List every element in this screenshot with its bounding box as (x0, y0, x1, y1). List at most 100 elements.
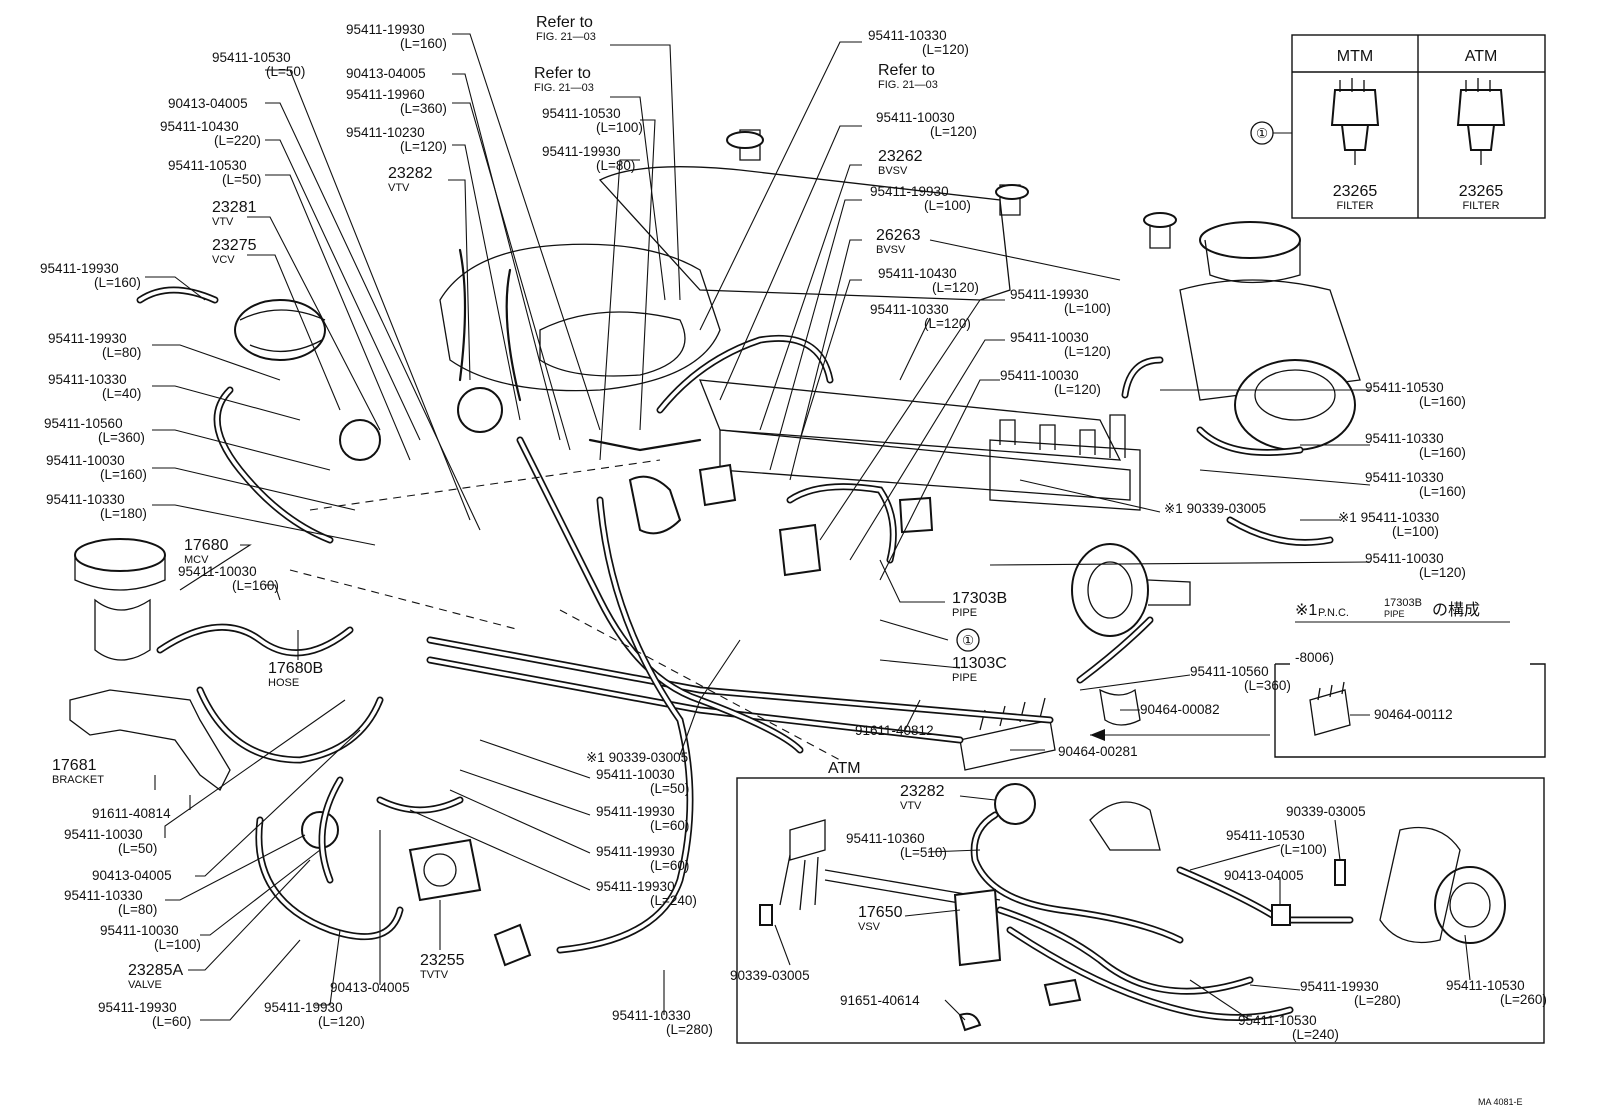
part-label-m9: 95411-19930(L=80) (542, 144, 635, 173)
part-label-r5-line-1: (L=100) (924, 198, 971, 213)
note-part-sub: PIPE (1384, 609, 1405, 619)
part-label-e4-line-0: ※1 95411-10330 (1338, 510, 1439, 525)
part-label-c12-line-0: 95411-19930 (596, 879, 675, 894)
part-label-c9: 95411-10030(L=50) (596, 767, 689, 796)
part-label-b2: 90413-04005 (330, 980, 410, 995)
part-label-l17: 95411-19930(L=60) (98, 1000, 191, 1029)
part-label-l4-line-1: (L=360) (98, 430, 145, 445)
part-label-b1-line-1: (L=120) (318, 1014, 365, 1029)
part-label-c8-line-0: ※1 90339-03005 (586, 750, 688, 765)
part-label-l3-line-0: 95411-10330 (48, 372, 127, 387)
part-label-i2-line-0: 95411-10360 (846, 831, 925, 846)
part-label-k2: 90464-00112 (1374, 707, 1453, 722)
part-label-c10-line-1: (L=60) (650, 818, 689, 833)
part-label-b4: 95411-10330(L=280) (612, 1008, 713, 1037)
part-label-r6-line-1: BVSV (876, 244, 906, 256)
part-label-c8: ※1 90339-03005 (586, 750, 688, 765)
part-label-l6-line-1: (L=180) (100, 506, 147, 521)
part-label-l10-line-0: 17681 (52, 757, 97, 774)
part-label-i11-line-1: (L=260) (1500, 992, 1547, 1007)
part-label-i11: 95411-10530(L=260) (1446, 978, 1547, 1007)
part-label-m3-line-1: (L=360) (400, 101, 447, 116)
part-label-tl2: 90413-04005 (168, 96, 248, 111)
part-label-r11-line-1: (L=120) (1054, 382, 1101, 397)
part-label-b4-line-1: (L=280) (666, 1022, 713, 1037)
part-label-l10-line-1: BRACKET (52, 774, 104, 786)
part-label-r7-line-1: (L=120) (932, 280, 979, 295)
part-label-c1-line-0: ※1 90339-03005 (1164, 501, 1266, 516)
table-part-atm: 23265 (1459, 183, 1504, 200)
part-label-l1-line-0: 95411-19930 (40, 261, 119, 276)
part-label-i7-line-1: (L=100) (1280, 842, 1327, 857)
part-label-tl6-line-0: 23275 (212, 237, 257, 254)
part-label-atm_tag: ATM (828, 760, 861, 777)
part-label-c12-line-1: (L=240) (650, 893, 697, 908)
part-label-l16-line-1: VALVE (128, 979, 162, 991)
part-label-l12-line-0: 95411-10030 (64, 827, 143, 842)
part-label-l14-line-1: (L=80) (118, 902, 157, 917)
table-part-atm-name: FILTER (1462, 200, 1499, 212)
part-label-l17-line-1: (L=60) (152, 1014, 191, 1029)
part-label-l12: 95411-10030(L=50) (64, 827, 157, 856)
part-label-tl1-line-0: 95411-10530 (212, 50, 291, 65)
part-label-l4: 95411-10560(L=360) (44, 416, 145, 445)
part-label-tl5-line-1: VTV (212, 216, 234, 228)
part-label-c6-line-1: (L=360) (1244, 678, 1291, 693)
part-label-i9: 95411-19930(L=280) (1300, 979, 1401, 1008)
part-label-r4-line-1: BVSV (878, 165, 908, 177)
part-label-i3-line-0: 17650 (858, 904, 903, 921)
part-label-e2-line-1: (L=160) (1419, 445, 1466, 460)
part-label-r4-line-0: 23262 (878, 148, 923, 165)
part-label-l2-line-1: (L=80) (102, 345, 141, 360)
part-label-e3-line-0: 95411-10330 (1365, 470, 1444, 485)
part-label-c4-line-0: 91611-40812 (855, 723, 934, 738)
part-label-m6-line-1: FIG. 21—03 (536, 31, 596, 43)
part-label-m5-line-0: 23282 (388, 165, 433, 182)
part-label-r1-line-0: 95411-10330 (868, 28, 947, 43)
part-label-e4-line-1: (L=100) (1392, 524, 1439, 539)
part-label-l5: 95411-10030(L=160) (46, 453, 147, 482)
part-label-i5: 91651-40614 (840, 993, 920, 1008)
part-label-e4: ※1 95411-10330(L=100) (1338, 510, 1439, 539)
mtm-atm-table: MTM ATM 23265 FILTER 23265 FILTER ① (1250, 34, 1546, 219)
part-label-b1-line-0: 95411-19930 (264, 1000, 343, 1015)
part-label-c11-line-0: 95411-19930 (596, 844, 675, 859)
part-label-e5-line-1: (L=120) (1419, 565, 1466, 580)
part-label-m1-line-0: 95411-19930 (346, 22, 425, 37)
part-label-l5-line-1: (L=160) (100, 467, 147, 482)
part-label-c2-line-0: 17303B (952, 590, 1007, 607)
part-label-c5: 90464-00281 (1058, 744, 1138, 759)
figure-code: MA 4081-E (1478, 1097, 1523, 1107)
part-label-l15-line-1: (L=100) (154, 937, 201, 952)
part-label-r9-line-0: 95411-19930 (1010, 287, 1089, 302)
part-label-m8-line-0: 95411-10530 (542, 106, 621, 121)
atm-detail-inset (736, 777, 1545, 1044)
part-label-m2-line-0: 90413-04005 (346, 66, 426, 81)
part-label-l8: 95411-10030(L=160) (178, 564, 279, 593)
part-label-b3-line-0: 23255 (420, 952, 465, 969)
part-label-l15-line-0: 95411-10030 (100, 923, 179, 938)
part-label-tl3-line-1: (L=220) (214, 133, 261, 148)
part-label-r2-line-1: FIG. 21—03 (878, 79, 938, 91)
part-label-l14: 95411-10330(L=80) (64, 888, 157, 917)
part-label-tl2-line-0: 90413-04005 (168, 96, 248, 111)
part-label-r8-line-0: 95411-10330 (870, 302, 949, 317)
part-label-m8-line-1: (L=100) (596, 120, 643, 135)
part-label-m4-line-0: 95411-10230 (346, 125, 425, 140)
part-label-l2-line-0: 95411-19930 (48, 331, 127, 346)
part-label-i7: 95411-10530(L=100) (1226, 828, 1327, 857)
part-label-m7-line-0: Refer to (534, 65, 591, 82)
pnc-note: ※1 P.N.C. 17303B PIPE の構成 (1295, 597, 1510, 623)
part-label-r7-line-0: 95411-10430 (878, 266, 957, 281)
part-label-c10: 95411-19930(L=60) (596, 804, 689, 833)
part-label-m3-line-0: 95411-19960 (346, 87, 425, 102)
part-label-l1: 95411-19930(L=160) (40, 261, 141, 290)
table-header-mtm: MTM (1337, 48, 1373, 65)
